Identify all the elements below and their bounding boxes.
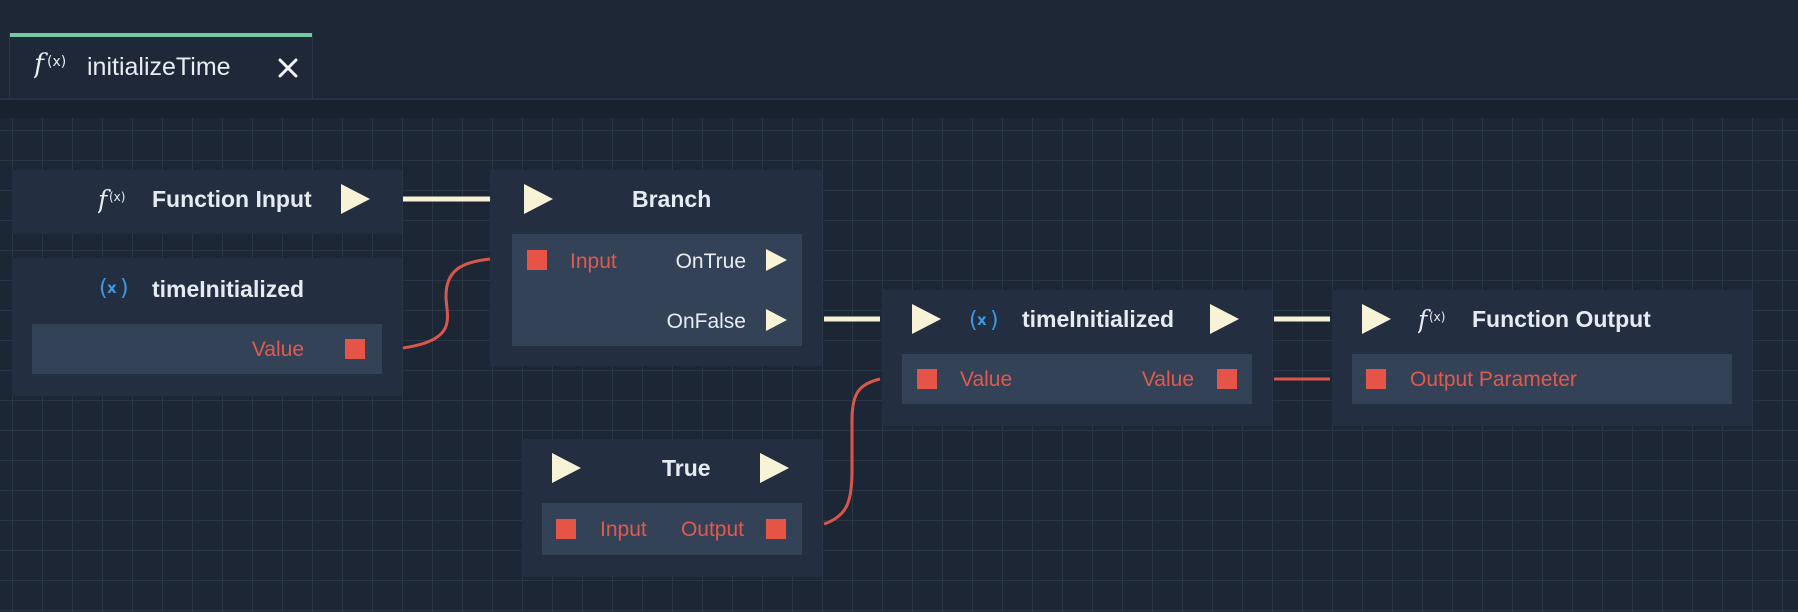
node-title: Branch	[632, 186, 712, 212]
port-label: Value	[960, 368, 1013, 391]
svg-text:x: x	[977, 311, 987, 329]
data-wire-true-to-set	[823, 377, 881, 526]
node-title: timeInitialized	[1022, 306, 1175, 332]
tab-title: initializeTime	[87, 53, 231, 81]
output-row: Value	[32, 324, 382, 374]
tab-active-indicator	[10, 33, 312, 37]
data-output-port[interactable]	[766, 519, 786, 539]
port-label: OnFalse	[666, 310, 746, 333]
ports-row: Value Value	[902, 354, 1252, 404]
port-label: OnTrue	[675, 250, 746, 273]
variable-get-node[interactable]: ( x ) timeInitialized Value	[12, 258, 402, 396]
exec-output-port[interactable]	[760, 453, 789, 483]
ports-row: Input Output	[542, 503, 802, 555]
node-title: timeInitialized	[152, 276, 305, 302]
svg-text:): )	[120, 276, 129, 301]
svg-text:): )	[990, 308, 999, 333]
ports-row: Output Parameter	[1352, 354, 1732, 404]
node-title: Function Input	[152, 186, 312, 212]
function-input-node[interactable]: f (x) Function Input	[12, 170, 402, 234]
svg-text:(x): (x)	[47, 54, 66, 70]
exec-input-port[interactable]	[1362, 304, 1391, 334]
exec-output-port[interactable]	[341, 184, 370, 214]
variable-icon: ( x )	[99, 276, 129, 301]
svg-text:(x): (x)	[1429, 310, 1445, 324]
variable-icon: ( x )	[969, 308, 999, 333]
tab-initialize-time[interactable]: f (x) initializeTime	[9, 33, 313, 98]
data-output-port[interactable]	[1217, 369, 1237, 389]
variable-set-node[interactable]: ( x ) timeInitialized Value Value	[882, 290, 1272, 426]
true-constant-node[interactable]: True Input Output	[522, 439, 822, 577]
port-label: Input	[600, 518, 647, 541]
tab-bar-divider	[0, 98, 1798, 100]
data-input-port[interactable]	[556, 519, 576, 539]
exec-input-port[interactable]	[524, 184, 553, 214]
data-wire-value-to-branch	[402, 257, 491, 350]
function-icon: f (x)	[1418, 305, 1445, 334]
tab-bar-shadow	[0, 100, 1798, 118]
exec-output-port[interactable]	[1210, 304, 1239, 334]
node-title: True	[662, 455, 711, 481]
node-title: Function Output	[1472, 306, 1651, 332]
data-input-port[interactable]	[527, 250, 547, 270]
function-icon: f (x)	[34, 49, 66, 80]
exec-input-port[interactable]	[912, 304, 941, 334]
port-label: Input	[570, 250, 617, 273]
ports-row: Input OnTrue OnFalse	[512, 234, 802, 346]
exec-output-port-on-false[interactable]	[766, 309, 787, 331]
exec-input-port[interactable]	[552, 453, 581, 483]
svg-text:(: (	[99, 276, 108, 301]
function-output-node[interactable]: f (x) Function Output Output Parameter	[1332, 290, 1752, 426]
tab-bar: f (x) initializeTime	[0, 0, 1798, 118]
port-label: Output	[680, 518, 744, 541]
exec-output-port-on-true[interactable]	[766, 249, 787, 271]
data-input-port[interactable]	[1366, 369, 1386, 389]
port-label: Output Parameter	[1410, 368, 1577, 391]
branch-node[interactable]: Branch Input OnTrue OnFalse	[490, 170, 822, 366]
svg-text:x: x	[107, 279, 117, 297]
port-label: Value	[1141, 368, 1194, 391]
svg-text:(: (	[969, 308, 978, 333]
data-input-port[interactable]	[917, 369, 937, 389]
close-icon[interactable]	[276, 56, 300, 80]
data-output-port[interactable]	[345, 339, 365, 359]
svg-text:(x): (x)	[109, 190, 125, 204]
function-icon: f (x)	[98, 185, 125, 214]
port-label: Value	[251, 338, 304, 361]
